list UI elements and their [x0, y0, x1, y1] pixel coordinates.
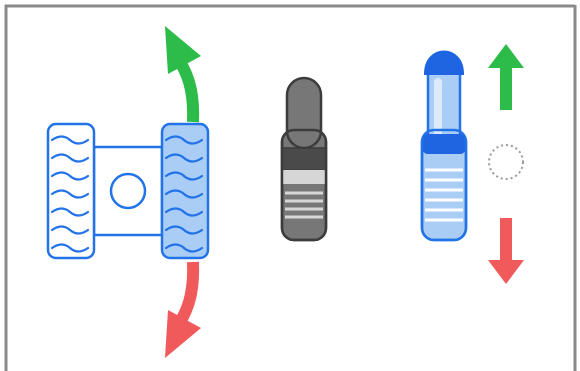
right-wheel [162, 124, 208, 258]
dotted-circle-icon [489, 145, 523, 179]
left-wheel [48, 124, 94, 258]
rover-icon [48, 124, 208, 258]
left-joystick-icon [282, 78, 326, 240]
curved-arrow-backward-icon [165, 262, 201, 358]
arrow-up-icon [488, 44, 524, 110]
arrow-down-icon [488, 218, 524, 284]
right-joystick-icon [422, 52, 466, 241]
rover-hub-circle [111, 174, 145, 208]
curved-arrow-forward-icon [165, 26, 201, 122]
